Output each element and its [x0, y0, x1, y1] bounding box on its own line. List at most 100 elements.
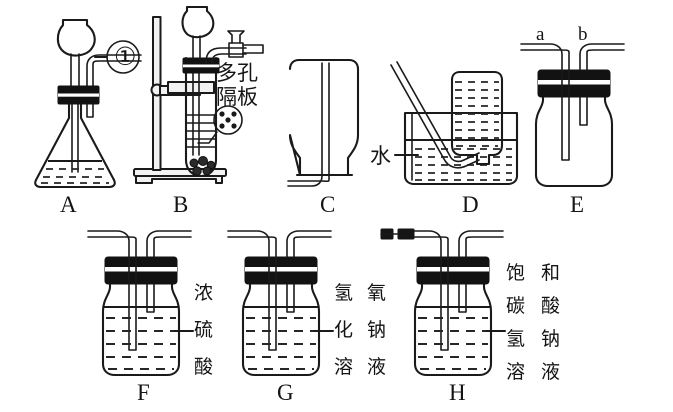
apparatus-label-C: C [320, 192, 336, 217]
content-H-char8: 液 [541, 361, 561, 383]
porous-plate-holes [219, 111, 237, 129]
long-tube-H-inside [440, 256, 449, 351]
content-G-char4: 钠 [367, 319, 387, 341]
liquid-dashes-F [106, 317, 176, 370]
short-tube-G-inner [293, 236, 332, 258]
long-tube-a-outer [520, 43, 563, 71]
apparatus-G-group [227, 230, 334, 377]
apparatus-E-group [520, 43, 625, 188]
long-tube-G-inner [227, 236, 277, 258]
apparatus-label-A: A [60, 192, 77, 217]
stopper-stripe-H [417, 267, 489, 272]
short-tube-stub-A [86, 103, 94, 118]
content-G-char5: 溶 [334, 356, 354, 378]
short-tube-H-outer [458, 230, 504, 258]
tube-label-a: a [536, 24, 545, 45]
callout-number-one: ① [114, 42, 137, 71]
long-tube-G-outer [227, 230, 270, 258]
water-dashes [415, 148, 512, 181]
liquid-lines-B [186, 114, 216, 148]
gas-jar-C [288, 58, 360, 177]
delivery-tube-C-right [287, 62, 330, 183]
callout-circle-A [106, 40, 140, 74]
liquid-dashes-G [246, 317, 316, 370]
porous-plate-icon [213, 105, 243, 135]
apparatus-F-group [87, 230, 194, 377]
stopper-stripe-E [538, 80, 610, 85]
rubber-connector-H [397, 228, 415, 240]
content-H-char5: 氢 [506, 328, 526, 350]
content-H-char3: 碳 [506, 295, 526, 317]
delivery-tube-outer [86, 54, 142, 89]
content-G-char1: 氢 [334, 282, 354, 304]
long-tube-H-outer [407, 230, 442, 258]
apparatus-label-G: G [277, 380, 294, 405]
content-F-char2: 硫 [194, 319, 214, 341]
content-G-char2: 氧 [367, 282, 387, 304]
content-H-char6: 钠 [541, 328, 561, 350]
content-H-char1: 饱 [506, 262, 526, 284]
apparatus-label-H: H [449, 380, 466, 405]
stopper-stripe-G [245, 267, 317, 272]
short-tube-G-outer [286, 230, 332, 258]
apparatus-H-group [380, 228, 506, 377]
long-tube-H-inner [407, 236, 449, 258]
short-tube-F-inner [153, 236, 192, 258]
delivery-tube-D-inner [396, 61, 480, 163]
long-tube-F-outer [87, 230, 130, 258]
long-tube-a-inside [561, 69, 570, 161]
bottle-dashes-D [455, 81, 499, 147]
apparatus-C-group [287, 58, 360, 187]
porous-plate-label-line1: 多孔 [216, 61, 258, 85]
stopper-stripe-B [183, 64, 219, 68]
solid-granules-B [189, 156, 216, 176]
apparatus-B-group [133, 5, 264, 184]
content-H-char7: 溶 [506, 361, 526, 383]
long-tube-F-inner [87, 236, 137, 258]
stopper-stripe-F [105, 267, 177, 272]
gas-outlet-B-outer [205, 47, 247, 63]
apparatus-label-F: F [137, 380, 150, 405]
stopper-stripe-A [58, 93, 99, 97]
content-G-char3: 化 [334, 319, 354, 341]
delivery-tube-inner [92, 60, 142, 89]
stopcock-outlet [242, 44, 264, 54]
short-tube-b-inner [586, 49, 625, 71]
short-tube-b-inside [579, 96, 588, 126]
wash-bottle-E [534, 86, 614, 188]
clamp-jaw [167, 81, 215, 94]
wash-bottle-F [101, 273, 181, 377]
conical-flask-body [34, 102, 116, 189]
long-tube-a-inner [520, 49, 570, 71]
porous-plate-leader [197, 131, 218, 144]
apparatus-D-group [390, 61, 519, 186]
porous-plate-label-line2: 隔板 [216, 85, 258, 109]
stopcock-handle [227, 30, 245, 44]
apparatus-label-B: B [173, 192, 189, 217]
wash-bottle-H [413, 273, 493, 377]
water-label: 水 [370, 144, 391, 168]
tube-label-b: b [578, 24, 588, 45]
water-trough [403, 111, 519, 186]
liquid-dashes-H [418, 317, 488, 370]
long-tube-F-inside [128, 256, 137, 351]
gas-outlet-B-inner [211, 53, 247, 63]
short-tube-b-outer [579, 43, 625, 71]
stopcock-body [228, 42, 244, 58]
short-tube-F-outer [146, 230, 192, 258]
apparatus-label-E: E [570, 192, 585, 217]
content-G-char6: 液 [367, 356, 387, 378]
content-F-char3: 酸 [194, 356, 214, 378]
content-F-char1: 浓 [194, 282, 214, 304]
delivery-tube-D-outer [390, 64, 480, 169]
content-H-char2: 和 [541, 262, 561, 284]
funnel-bulb-B [181, 5, 215, 39]
wash-bottle-G [241, 273, 321, 377]
funnel-bulb [56, 18, 96, 57]
liquid-dashes-A [41, 168, 109, 184]
apparatus-A-group [34, 18, 142, 189]
collection-bottle-D [450, 70, 504, 166]
content-H-char4: 酸 [541, 295, 561, 317]
